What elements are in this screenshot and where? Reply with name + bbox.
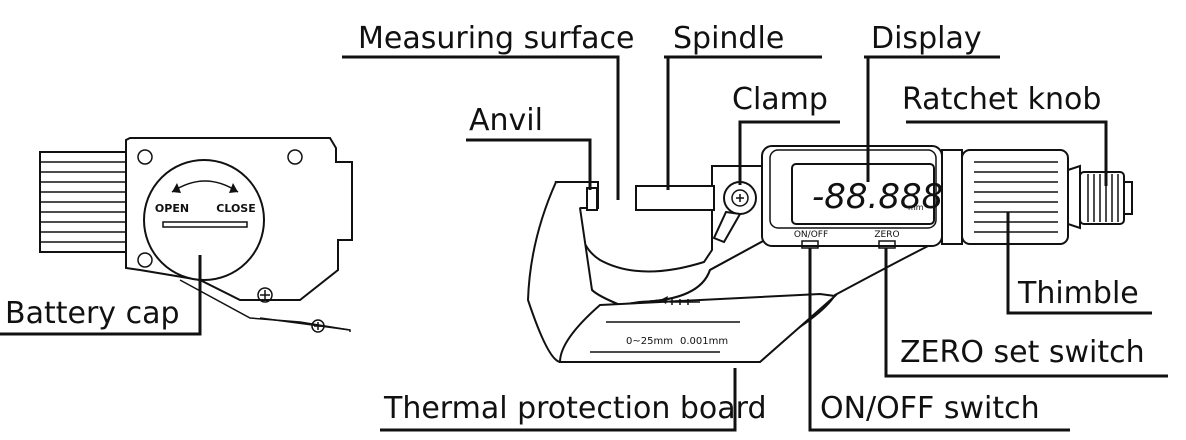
label-measuring-surface: Measuring surface	[358, 21, 635, 56]
thermal-protection-board	[558, 292, 838, 363]
cap-slot	[162, 221, 248, 228]
sleeve	[941, 149, 963, 245]
screw-hole	[137, 252, 153, 268]
screw-hole	[287, 149, 303, 165]
resolution-marking: 0.001mm	[680, 336, 728, 347]
thimble[interactable]	[961, 149, 1069, 245]
zero-switch-leader	[884, 248, 1168, 378]
micrometer-view: 0~25mm 0.001mm -88.888 mm ON/OFF ZERO	[342, 21, 1168, 432]
lcd-reading: -88.888	[812, 177, 943, 217]
screw-icon	[257, 287, 273, 303]
label-on-off-switch: ON/OFF switch	[820, 391, 1040, 426]
label-zero-set-switch: ZERO set switch	[900, 335, 1145, 370]
open-label: OPEN	[155, 202, 189, 215]
label-display: Display	[871, 21, 982, 56]
close-label: CLOSE	[216, 202, 255, 215]
lcd-unit: mm	[908, 203, 924, 212]
clamp-leader	[738, 120, 840, 185]
anvil-leader	[466, 138, 592, 190]
measuring-surface-leader	[342, 55, 620, 200]
battery-cap-view: OPEN CLOSE Battery cap	[0, 137, 353, 336]
battery-cap-leader	[0, 255, 202, 336]
label-anvil: Anvil	[469, 103, 543, 138]
label-thimble: Thimble	[1017, 276, 1139, 311]
range-marking: 0~25mm	[626, 336, 673, 347]
left-thimble-ribs	[39, 151, 127, 253]
battery-cap[interactable]	[143, 159, 265, 281]
label-ratchet-knob: Ratchet knob	[902, 82, 1101, 117]
anvil	[586, 187, 598, 211]
label-battery-cap: Battery cap	[5, 296, 180, 331]
lcd-display	[791, 163, 935, 225]
spindle	[635, 185, 715, 211]
on-off-label: ON/OFF	[794, 230, 828, 240]
on-off-leader	[808, 248, 1070, 432]
screw-hole	[137, 149, 153, 165]
thimble-ribs	[974, 161, 1058, 233]
ratchet-knob-leader	[906, 120, 1108, 186]
screw-icon	[311, 319, 325, 333]
label-thermal-protection-board: Thermal protection board	[383, 391, 767, 426]
brand-logo	[660, 296, 700, 305]
clamp-lever[interactable]	[712, 210, 742, 244]
thimble-leader	[1006, 212, 1152, 315]
thermal-board-leader	[380, 368, 737, 432]
label-clamp: Clamp	[732, 82, 828, 117]
label-spindle: Spindle	[673, 21, 784, 56]
zero-label: ZERO	[874, 230, 899, 240]
